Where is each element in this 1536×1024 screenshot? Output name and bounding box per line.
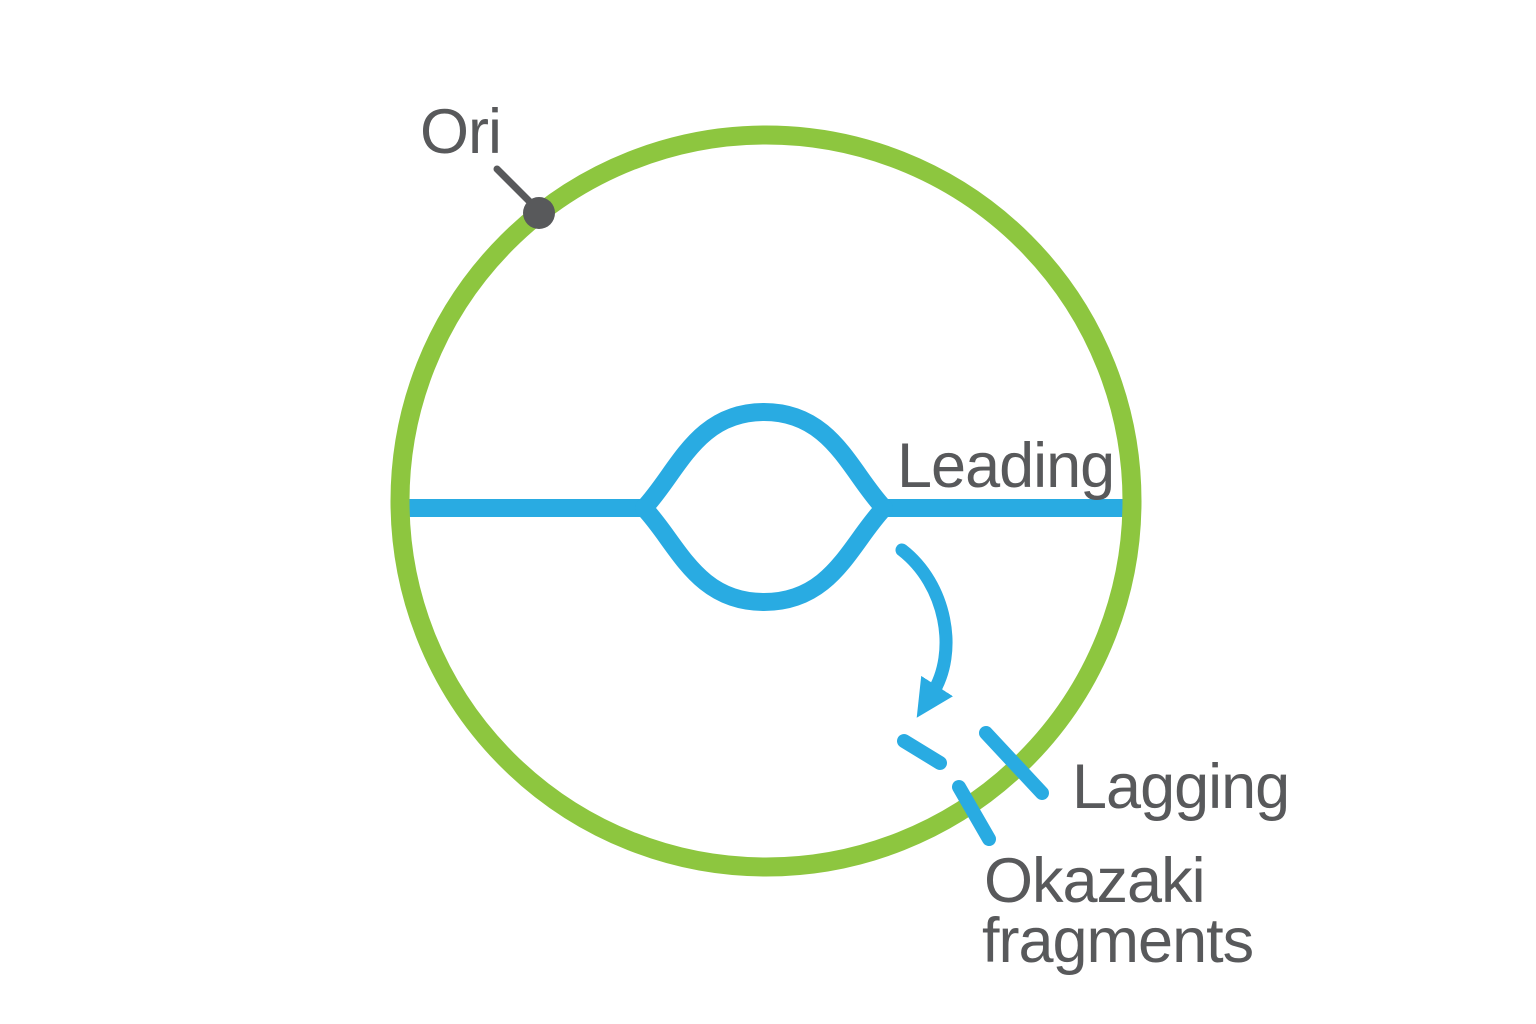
- replication-bubble-top-strand: [635, 402, 893, 517]
- okazaki-fragment-dash-1: [897, 734, 947, 770]
- leading-strand-label: Leading: [897, 431, 1114, 501]
- plasmid-circle: [390, 125, 1142, 877]
- okazaki-fragment-dash-2: [979, 726, 1049, 800]
- okazaki-fragment-dash-3: [952, 780, 996, 846]
- ori-label: Ori: [420, 97, 501, 167]
- lagging-strand-label: Lagging: [1072, 752, 1289, 822]
- replication-bubble-bottom-strand: [635, 499, 893, 612]
- ori-marker-dot-icon: [523, 197, 555, 229]
- okazaki-fragments-label-line2: fragments: [982, 906, 1253, 976]
- ori-leader-line: [493, 165, 538, 210]
- okazaki-fragments-label-line1: Okazaki: [984, 846, 1205, 916]
- replication-direction-arrow-icon: [895, 543, 953, 718]
